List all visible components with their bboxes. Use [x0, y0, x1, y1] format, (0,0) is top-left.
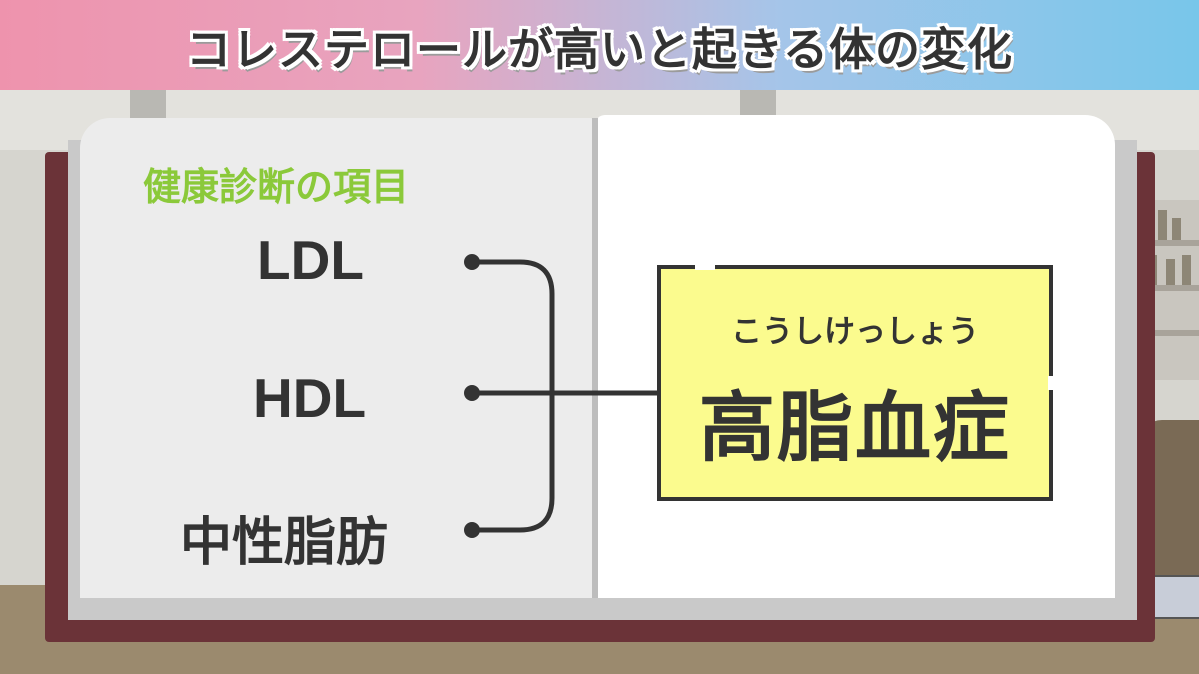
- page-title: コレステロールが高いと起きる体の変化: [185, 22, 1014, 76]
- shelf-book: [1166, 259, 1175, 285]
- shelf-book: [1172, 218, 1181, 240]
- shelf-book: [1182, 255, 1191, 285]
- bracket-line: [472, 259, 555, 533]
- connector-dot-hdl: [464, 385, 480, 401]
- result-term: 高脂血症: [699, 383, 1011, 472]
- connector-dot-ldl: [464, 254, 480, 270]
- result-reading: こうしけっしょう: [731, 314, 979, 350]
- shelf-row: [1138, 240, 1199, 246]
- item-triglycerides: 中性脂肪: [180, 513, 389, 573]
- book-page-left: [80, 118, 600, 598]
- connector-dot-tg: [464, 522, 480, 538]
- background-notebooks: [1150, 575, 1199, 619]
- result-box: [657, 265, 1053, 501]
- title-bar: [0, 0, 1199, 90]
- book-spine: [592, 118, 598, 598]
- section-heading: 健康診断の項目: [143, 165, 410, 209]
- item-hdl: HDL: [253, 367, 367, 429]
- shelf-book: [1158, 210, 1167, 240]
- box-border-gap: [695, 262, 715, 270]
- shelf-row: [1138, 285, 1199, 291]
- item-ldl: LDL: [257, 229, 364, 291]
- shelf-row: [1138, 330, 1199, 336]
- box-border-gap: [1048, 376, 1056, 390]
